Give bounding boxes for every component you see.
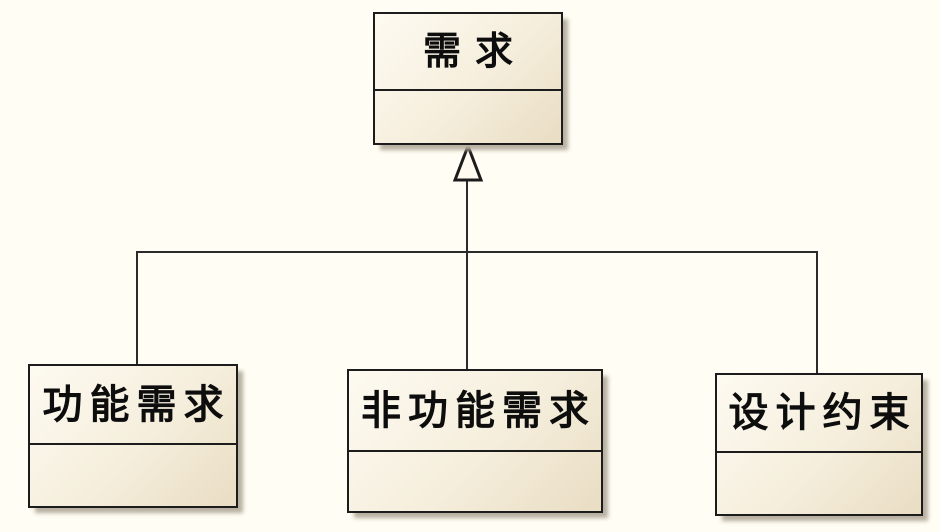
generalization-arrow-icon: [452, 144, 484, 182]
class-name-label: 非功能需求: [361, 387, 596, 433]
class-name-compartment: 非功能需求: [349, 371, 601, 452]
connector-horizontal-line: [136, 251, 818, 253]
class-attributes-compartment: [30, 445, 236, 506]
connector-left-drop-line: [136, 251, 138, 365]
class-attributes-compartment: [717, 453, 921, 514]
generalization-stem-line: [466, 180, 468, 370]
class-attributes-compartment: [375, 91, 561, 143]
class-box-child-1: 功能需求: [28, 364, 238, 508]
class-name-compartment: 功能需求: [30, 366, 236, 445]
class-name-label: 设计约束: [728, 390, 917, 435]
class-box-child-2: 非功能需求: [347, 369, 603, 513]
class-attributes-compartment: [349, 452, 601, 511]
connector-right-drop-line: [816, 251, 818, 374]
class-box-child-3: 设计约束: [715, 373, 923, 516]
class-name-compartment: 设计约束: [717, 375, 921, 453]
class-name-label: 功能需求: [42, 381, 231, 427]
class-name-label: 需求: [422, 30, 527, 73]
class-name-compartment: 需求: [375, 14, 561, 91]
class-box-parent: 需求: [373, 12, 563, 145]
